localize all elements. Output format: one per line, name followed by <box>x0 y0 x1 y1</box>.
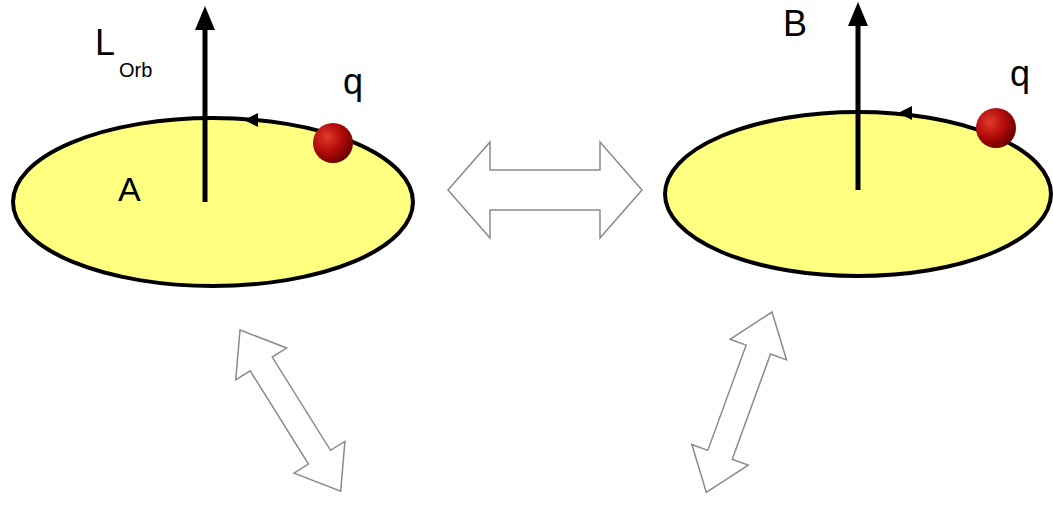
charge-ball <box>976 108 1016 148</box>
vector-shaft <box>203 26 208 202</box>
vector-head <box>848 2 868 26</box>
double-arrow <box>448 142 642 238</box>
double-arrow <box>215 314 367 507</box>
charge-ball <box>313 123 353 163</box>
orbit-direction-arrow <box>898 106 912 120</box>
vector-head <box>195 6 215 30</box>
charge-label: q <box>1010 56 1030 92</box>
area-label: A <box>118 172 141 206</box>
orbit-disc <box>13 118 413 286</box>
vector-symbol: L <box>95 25 115 61</box>
double-arrow <box>678 302 800 503</box>
charge-label: q <box>343 64 363 100</box>
vector-shaft <box>856 22 861 190</box>
subscript: Orb <box>119 60 152 80</box>
field-symbol: B <box>783 6 807 42</box>
orbit-direction-arrow <box>244 113 258 127</box>
